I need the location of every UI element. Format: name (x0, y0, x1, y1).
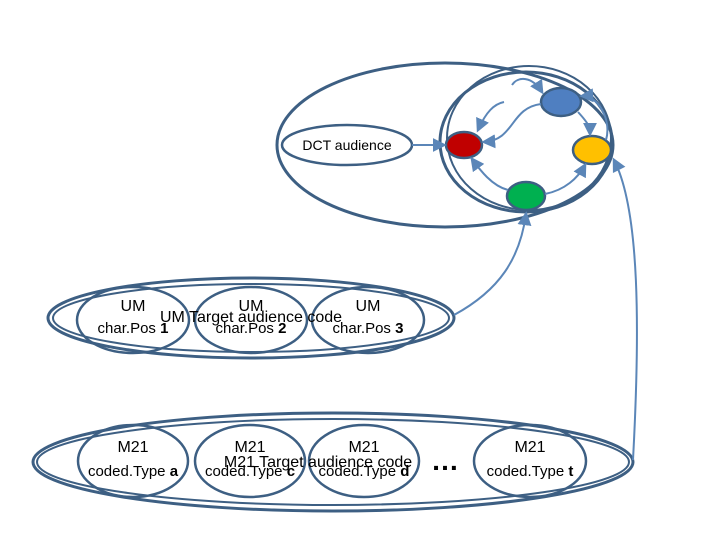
m21-item-d-prefix: coded.Type (319, 463, 401, 480)
m21-item-t-line2: coded.Type t (487, 463, 574, 480)
m21-item-d-line2: coded.Type d (319, 463, 410, 480)
m21-item-a-oval (76, 423, 190, 499)
um-item-2-prefix: char.Pos (216, 320, 279, 337)
m21-item-d-letter: d (400, 463, 409, 480)
arrow-m21-set-to-yellow (612, 157, 638, 461)
um-item-1-oval (75, 285, 191, 355)
m21-item-t-line1: M21 (514, 439, 545, 456)
um-set-outer-ellipse (46, 276, 456, 360)
m21-ellipsis: … (431, 445, 461, 476)
m21-set-outer-ellipse-2 (36, 418, 630, 506)
arrow-inner-left (476, 101, 505, 133)
um-item-2-line2: char.Pos 2 (216, 320, 287, 337)
um-item-3-num: 3 (395, 320, 403, 337)
um-set-label: UM Target audience code (160, 309, 342, 326)
um-item-2-oval (193, 285, 309, 355)
yellow-node (571, 134, 613, 166)
dct-audience-label: DCT audience (302, 137, 391, 153)
m21-item-c-line1: M21 (234, 439, 265, 456)
um-item-3-oval (310, 285, 426, 355)
m21-set-label: M21 Target audience code (224, 454, 412, 471)
arrow-um-set-to-green (453, 211, 532, 316)
arrow-yellow-to-blue (579, 88, 609, 141)
um-item-3-line2: char.Pos 3 (333, 320, 404, 337)
um-item-2-line1: UM (239, 298, 264, 315)
um-item-3-prefix: char.Pos (333, 320, 396, 337)
m21-set: M21 coded.Type a M21 coded.Type c M21 co… (31, 411, 635, 513)
arrow-blue-to-red (481, 103, 542, 149)
blue-node (539, 86, 583, 118)
m21-item-c-oval (193, 423, 307, 499)
m21-item-t-oval (472, 423, 588, 499)
m21-item-t-prefix: coded.Type (487, 463, 569, 480)
um-item-1-line2: char.Pos 1 (98, 320, 169, 337)
m21-item-t-letter: t (568, 463, 573, 480)
m21-item-a-letter: a (170, 463, 179, 480)
um-item-1-line1: UM (121, 298, 146, 315)
um-item-2-num: 2 (278, 320, 286, 337)
m21-item-a-line2: coded.Type a (88, 463, 179, 480)
m21-item-c-line2: coded.Type c (205, 463, 295, 480)
um-item-1-num: 1 (160, 320, 168, 337)
green-node (505, 180, 547, 212)
m21-item-d-oval (307, 423, 421, 499)
arrow-green-to-yellow (544, 162, 587, 195)
dct-region: DCT audience (275, 61, 615, 229)
arrow-top-to-blue (511, 78, 544, 95)
m21-item-d-line1: M21 (348, 439, 379, 456)
m21-item-a-line1: M21 (117, 439, 148, 456)
m21-item-c-letter: c (287, 463, 295, 480)
um-set: UM char.Pos 1 UM char.Pos 2 UM char.Pos … (46, 276, 456, 360)
um-item-1-prefix: char.Pos (98, 320, 161, 337)
arrow-green-to-red (470, 156, 509, 191)
m21-item-c-prefix: coded.Type (205, 463, 287, 480)
um-item-3-line1: UM (356, 298, 381, 315)
m21-item-a-prefix: coded.Type (88, 463, 170, 480)
arrow-blue-to-yellow (577, 111, 597, 137)
m21-set-outer-ellipse (31, 411, 635, 513)
red-node (444, 130, 484, 160)
